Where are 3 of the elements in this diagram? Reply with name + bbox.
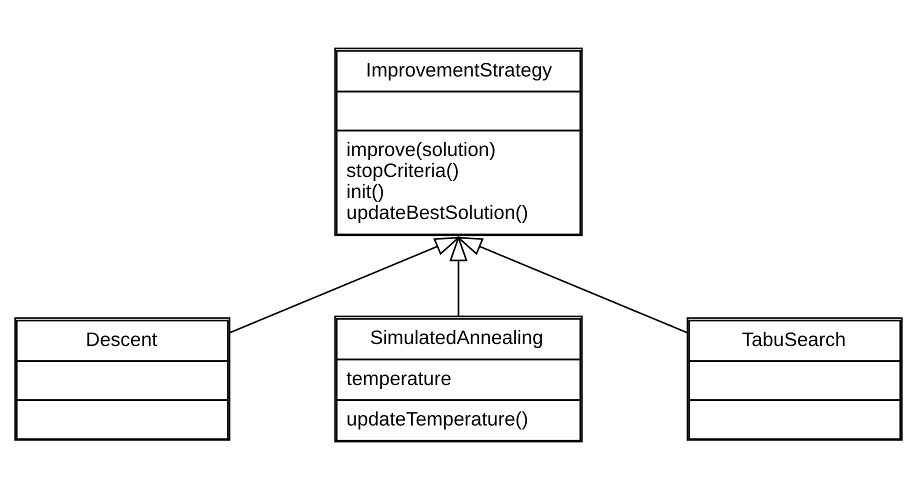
arrow [449, 234, 468, 316]
arrow [456, 236, 688, 334]
arrow [229, 236, 461, 334]
